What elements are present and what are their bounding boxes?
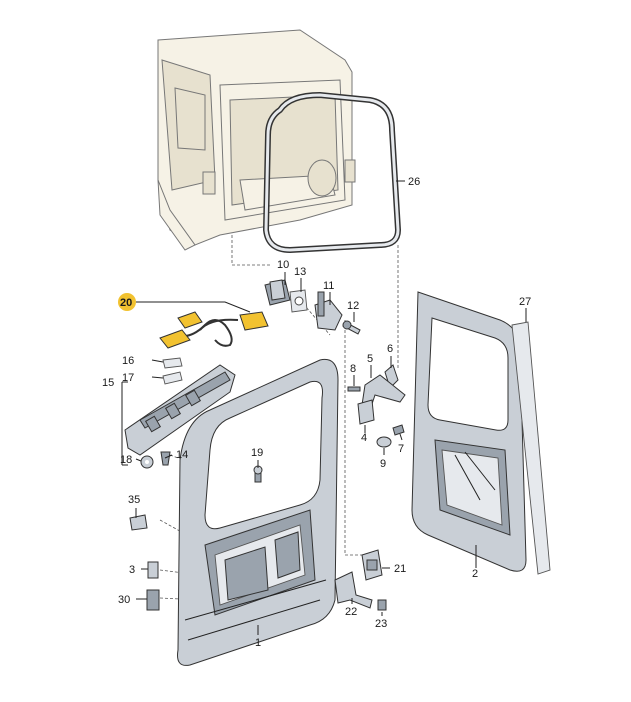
callout-labels: 26 10 13 11 12 20 27 16 17 15 6 5 8 4 7 … [102, 176, 531, 649]
striker-and-check-strap [334, 549, 387, 611]
callout-5: 5 [367, 353, 373, 365]
callout-22: 22 [345, 606, 357, 618]
handle-assembly-part-15 [124, 357, 236, 469]
callout-6: 6 [387, 343, 393, 355]
callout-20: 20 [120, 297, 132, 309]
callout-21: 21 [394, 563, 406, 575]
callout-20-highlight [118, 293, 136, 311]
callout-11: 11 [323, 280, 334, 292]
callout-35: 35 [128, 494, 140, 506]
callout-7: 7 [398, 443, 404, 455]
callout-4: 4 [361, 432, 367, 444]
callout-12: 12 [347, 300, 359, 312]
callout-19: 19 [251, 447, 263, 459]
callout-17: 17 [122, 372, 134, 384]
callout-10: 10 [277, 259, 289, 271]
callout-8: 8 [350, 363, 356, 375]
callout-15: 15 [102, 377, 114, 389]
door-seal-part-26 [262, 91, 402, 254]
hinge-assembly [264, 279, 361, 335]
callout-14: 14 [176, 449, 188, 461]
leader-lines [121, 180, 527, 635]
callout-23: 23 [375, 618, 387, 630]
callout-16: 16 [122, 355, 134, 367]
callout-13: 13 [294, 266, 306, 278]
callout-30: 30 [118, 594, 130, 606]
callout-27: 27 [519, 296, 531, 308]
callout-9: 9 [380, 458, 386, 470]
callout-2: 2 [472, 568, 478, 580]
callout-18: 18 [120, 454, 132, 466]
callout-3: 3 [129, 564, 135, 576]
wiring-harness-part-20 [159, 311, 269, 349]
rear-door-inner-part-2 [411, 291, 527, 572]
callout-26: 26 [408, 176, 420, 188]
weatherstrip-part-27 [511, 321, 551, 575]
fastener-parts [129, 465, 263, 611]
callout-1: 1 [255, 637, 261, 649]
van-body-illustration [157, 29, 356, 251]
rear-door-part-1 [177, 358, 339, 666]
lock-assembly [347, 364, 406, 448]
